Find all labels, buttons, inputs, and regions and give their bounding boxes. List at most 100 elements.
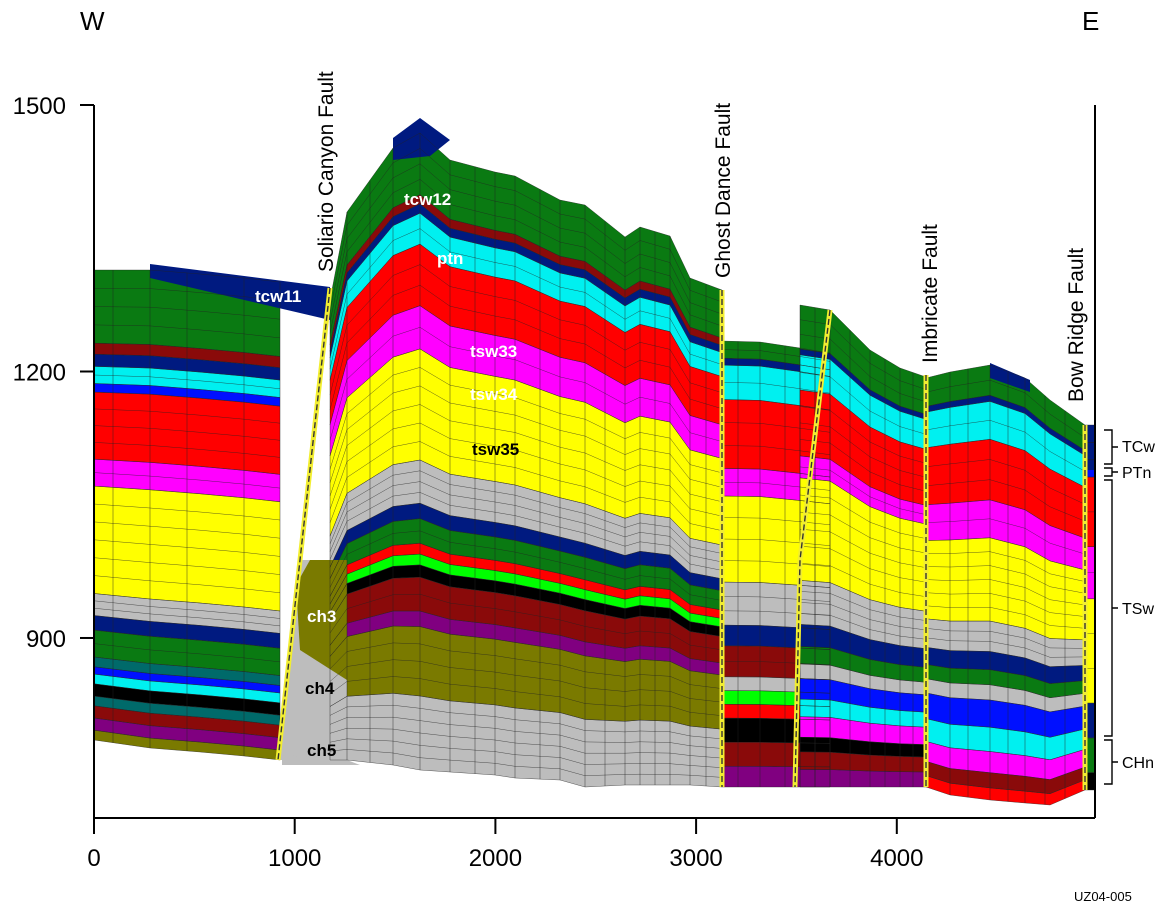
grid-line bbox=[925, 741, 1086, 761]
grid-line bbox=[329, 163, 723, 323]
central-block-layer bbox=[330, 577, 722, 664]
fault-label: Ghost Dance Fault bbox=[712, 103, 735, 278]
grid-line bbox=[329, 716, 723, 749]
grid-line bbox=[93, 324, 281, 339]
unit-label: ch3 bbox=[307, 607, 336, 626]
grid-line bbox=[329, 459, 723, 546]
wedge-unit bbox=[282, 755, 360, 765]
grid-line bbox=[93, 629, 281, 649]
figure-id: UZ04-005 bbox=[1074, 889, 1132, 904]
fault-lines bbox=[275, 287, 1088, 790]
grid-line bbox=[93, 306, 281, 320]
grid-line bbox=[93, 729, 281, 751]
grid-line bbox=[329, 492, 723, 571]
grid-line bbox=[925, 618, 1086, 641]
grid-line bbox=[925, 420, 1086, 472]
annotations: Soliario Canyon Fault Ghost Dance FaultIm… bbox=[255, 71, 1155, 785]
grid-line bbox=[93, 643, 281, 663]
grid-line bbox=[93, 521, 281, 539]
y-tick-label: 900 bbox=[26, 626, 66, 653]
grid-line bbox=[329, 228, 723, 370]
x-tick-label: 2000 bbox=[469, 845, 522, 872]
grid-line bbox=[93, 683, 281, 704]
grid-line bbox=[925, 499, 1086, 539]
grid-line bbox=[329, 385, 723, 488]
grid-line bbox=[329, 148, 723, 312]
grid-line bbox=[925, 786, 1086, 806]
grid-line bbox=[329, 693, 723, 730]
unit-label: tcw11 bbox=[255, 287, 301, 306]
grid-line bbox=[93, 666, 281, 686]
grid-line bbox=[329, 704, 723, 740]
grid-line bbox=[925, 664, 1086, 684]
grid-line bbox=[93, 575, 281, 594]
group-bracket bbox=[1104, 429, 1118, 465]
grid-line bbox=[925, 647, 1086, 667]
grid-line bbox=[329, 518, 723, 592]
grid-line bbox=[925, 518, 1086, 555]
group-bracket bbox=[1104, 467, 1118, 477]
imbricate-west-block-layer bbox=[800, 305, 926, 415]
fault-label: Imbricate Fault bbox=[919, 224, 942, 363]
grid-line bbox=[329, 625, 723, 676]
grid-line bbox=[93, 503, 281, 521]
imbricate-west-block-layer bbox=[800, 678, 926, 713]
grid-line bbox=[925, 605, 1086, 629]
bowridge-west-block-layer bbox=[926, 401, 1085, 488]
grid-line bbox=[329, 327, 723, 442]
grid-line bbox=[925, 459, 1086, 505]
grid-line bbox=[925, 718, 1086, 738]
cap-west bbox=[150, 264, 330, 320]
grid-line bbox=[329, 553, 723, 619]
grid-line bbox=[93, 383, 281, 398]
grid-line bbox=[93, 485, 281, 503]
grid-line bbox=[329, 132, 723, 301]
imbricate-west-block-layer bbox=[800, 769, 926, 787]
imbricate-west-block-layer bbox=[800, 580, 926, 649]
grid-line bbox=[93, 557, 281, 575]
central-block-layer bbox=[330, 244, 722, 425]
grid-line bbox=[329, 502, 723, 580]
grid-line bbox=[925, 364, 1086, 426]
stratigraphic-units bbox=[94, 118, 1095, 805]
grid-line bbox=[329, 441, 723, 531]
grid-line bbox=[925, 692, 1086, 713]
grid-line bbox=[925, 761, 1086, 780]
y-tick-label: 1200 bbox=[13, 359, 66, 386]
central-block-layer bbox=[330, 693, 722, 787]
grid-line bbox=[926, 551, 1086, 582]
imbricate-west-block-layer bbox=[800, 663, 926, 695]
x-tick-label: 1000 bbox=[268, 845, 321, 872]
fault-line-dash bbox=[277, 287, 331, 761]
grid-line bbox=[93, 442, 281, 458]
group-label: PTn bbox=[1122, 465, 1151, 482]
grid-line bbox=[329, 179, 723, 334]
grid-line bbox=[93, 342, 281, 357]
unit-label: tsw35 bbox=[472, 440, 519, 459]
grid-line bbox=[329, 367, 723, 474]
grid-line bbox=[93, 673, 281, 694]
grid-line bbox=[329, 284, 723, 410]
group-bracket bbox=[1104, 479, 1118, 737]
grid-line bbox=[93, 391, 281, 407]
wedge-unit bbox=[296, 560, 347, 680]
central-block-layer bbox=[330, 626, 722, 730]
grid-line bbox=[329, 610, 723, 664]
grid-line bbox=[329, 642, 723, 689]
grid-line bbox=[93, 600, 281, 619]
bowridge-west-block-layer bbox=[926, 365, 1085, 451]
imbricate-west-block-layer bbox=[800, 646, 926, 683]
group-label: CHn bbox=[1122, 755, 1154, 772]
imbricate-west-block-layer bbox=[800, 354, 926, 450]
grid-line bbox=[93, 374, 281, 390]
fault-label: Soliario Canyon Fault bbox=[315, 71, 338, 272]
model-grid-lines bbox=[93, 132, 1095, 806]
grid-line bbox=[925, 537, 1086, 571]
x-tick-label: 3000 bbox=[669, 845, 722, 872]
grid-line bbox=[329, 194, 723, 345]
grid-line bbox=[925, 395, 1086, 451]
central-block-layer bbox=[330, 305, 722, 459]
grid-line bbox=[93, 366, 281, 381]
west-label: W bbox=[80, 6, 105, 36]
